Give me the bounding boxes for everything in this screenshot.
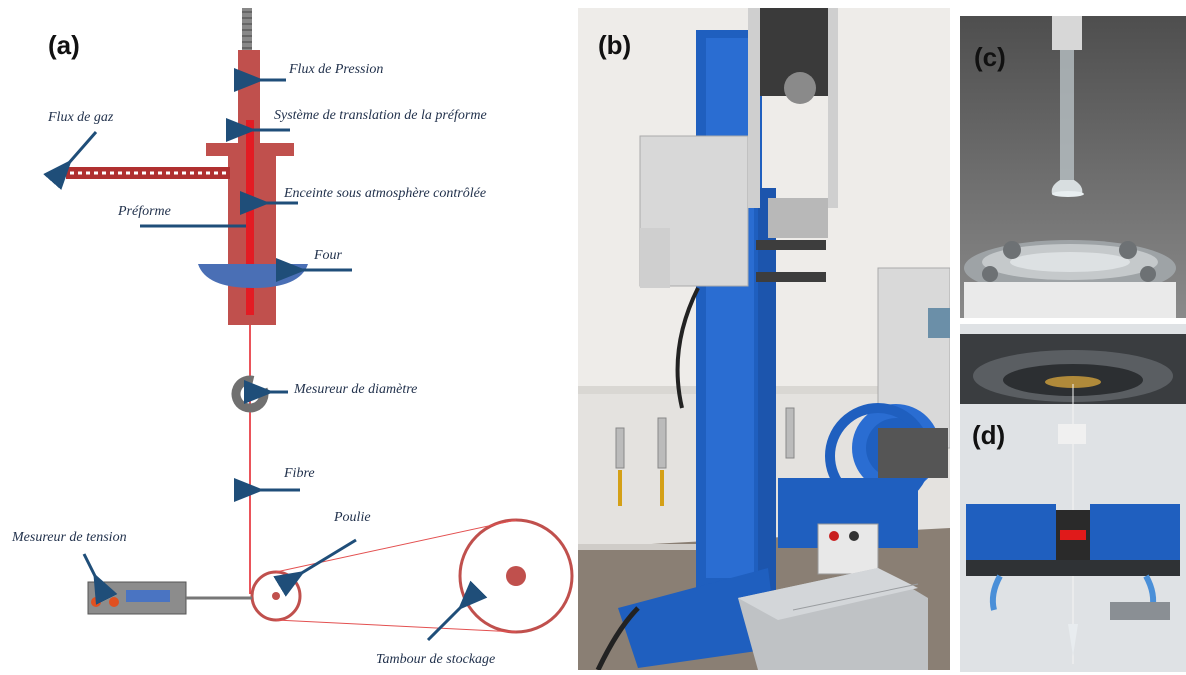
- preform: [246, 120, 254, 315]
- label-translation: Système de translation de la préforme: [274, 108, 487, 123]
- panel-b-letter: (b): [598, 30, 632, 60]
- label-poulie: Poulie: [334, 510, 371, 525]
- panel-d-letter: (d): [972, 420, 1006, 450]
- arrow-poulie: [273, 538, 357, 597]
- draw-tower-photo: [578, 8, 950, 670]
- label-tambour: Tambour de stockage: [376, 652, 496, 667]
- panel-a-letter: (a): [48, 30, 80, 60]
- label-fibre: Fibre: [284, 466, 315, 481]
- gas-inlet-tube: [66, 167, 230, 179]
- label-enceinte: Enceinte sous atmosphère contrôlée: [284, 186, 487, 201]
- arrow-gaz: [43, 131, 98, 190]
- arrow-tambour: [426, 580, 488, 642]
- panel-c-letter: (c): [974, 42, 1006, 72]
- label-four: Four: [314, 248, 342, 263]
- preform-closeup-photo: [958, 14, 1186, 320]
- label-preforme: Préforme: [118, 204, 171, 219]
- fiber-drawing-schematic: [43, 8, 574, 642]
- label-mesureur-tension: Mesureur de tension: [12, 530, 127, 545]
- fiber-gauge-closeup-photo: [958, 322, 1186, 674]
- label-flux-pression: Flux de Pression: [289, 62, 384, 77]
- label-flux-gaz: Flux de gaz: [48, 110, 114, 125]
- arrow-tension: [82, 553, 118, 605]
- label-mesureur-diametre: Mesureur de diamètre: [294, 382, 418, 397]
- furnace: [198, 264, 308, 288]
